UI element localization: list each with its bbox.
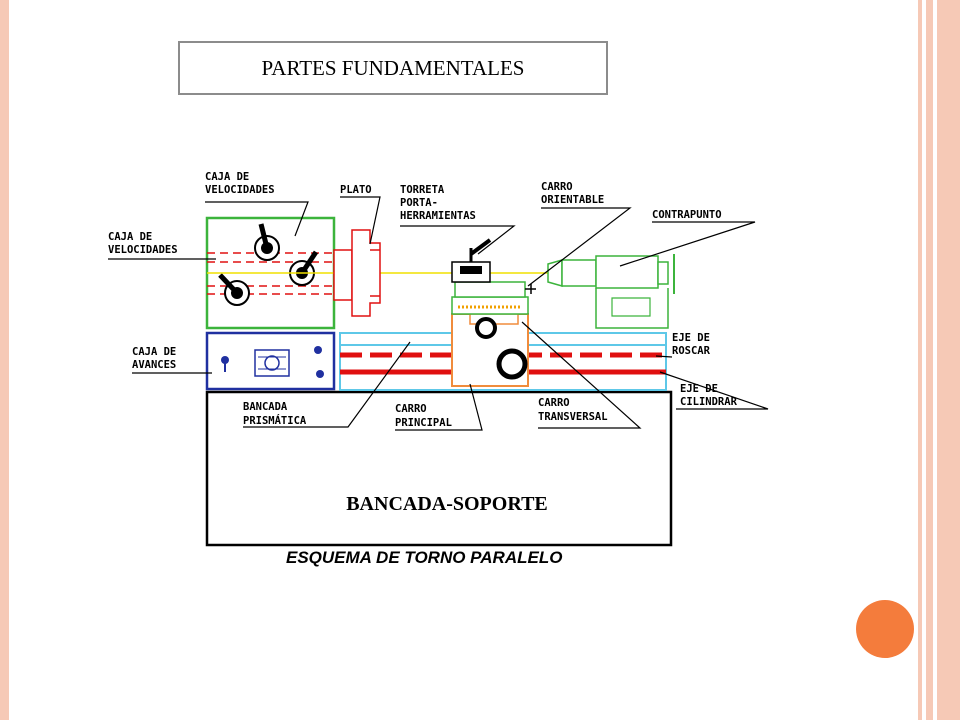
contrapunto-window xyxy=(611,297,651,317)
label-carro-transversal: CARRO TRANSVERSAL xyxy=(538,397,608,423)
label-eje-roscar: EJE DE ROSCAR xyxy=(672,332,716,357)
avances-knob-icon xyxy=(314,346,322,354)
label-carro-orientable: CARRO ORIENTABLE xyxy=(541,181,604,206)
contrapunto-barrel xyxy=(595,255,659,289)
slide-border-right xyxy=(926,0,933,720)
orientable-screw-icon xyxy=(525,284,536,294)
avances-gear-icon xyxy=(264,355,280,371)
slide-border-right xyxy=(918,0,922,720)
label-caja-velocidades-top: CAJA DE VELOCIDADES xyxy=(205,171,275,196)
slide-border-left xyxy=(0,0,9,720)
slide-border-right xyxy=(937,0,960,720)
leader-lines xyxy=(108,196,769,431)
label-bancada-prismatica: BANCADA PRISMÁTICA xyxy=(243,401,307,427)
avances-knob-icon xyxy=(316,370,324,378)
torreta-clamp xyxy=(460,266,482,274)
handwheel-icon xyxy=(496,348,528,380)
contrapunto-center xyxy=(547,259,563,287)
torreta-lever-icon xyxy=(469,238,492,256)
label-caja-avances: CAJA DE AVANCES xyxy=(132,346,183,371)
contrapunto-quill xyxy=(561,259,597,287)
label-plato: PLATO xyxy=(340,184,372,196)
bancada-soporte-box xyxy=(205,390,673,547)
contrapunto-base xyxy=(595,288,669,329)
diagram-caption: ESQUEMA DE TORNO PARALELO xyxy=(286,548,562,567)
plato-body xyxy=(333,249,353,301)
label-caja-velocidades-left: CAJA DE VELOCIDADES xyxy=(108,231,178,256)
label-eje-cilindrar: EJE DE CILINDRAR xyxy=(680,383,738,408)
carro-orientable xyxy=(454,281,526,298)
slide-accent-dot xyxy=(856,600,914,658)
label-contrapunto: CONTRAPUNTO xyxy=(652,209,722,221)
label-torreta: TORRETA PORTA- HERRAMIENTAS xyxy=(400,184,476,222)
bancada-soporte-label: BANCADA-SOPORTE xyxy=(346,493,548,515)
plato-chuck xyxy=(351,229,381,317)
contrapunto-handwheel xyxy=(657,261,669,285)
speed-lever-icon xyxy=(218,273,250,306)
handwheel-icon xyxy=(475,317,497,339)
speed-lever-icon xyxy=(254,223,280,261)
label-carro-principal: CARRO PRINCIPAL xyxy=(395,403,452,429)
slide-title: PARTES FUNDAMENTALES xyxy=(178,41,608,95)
